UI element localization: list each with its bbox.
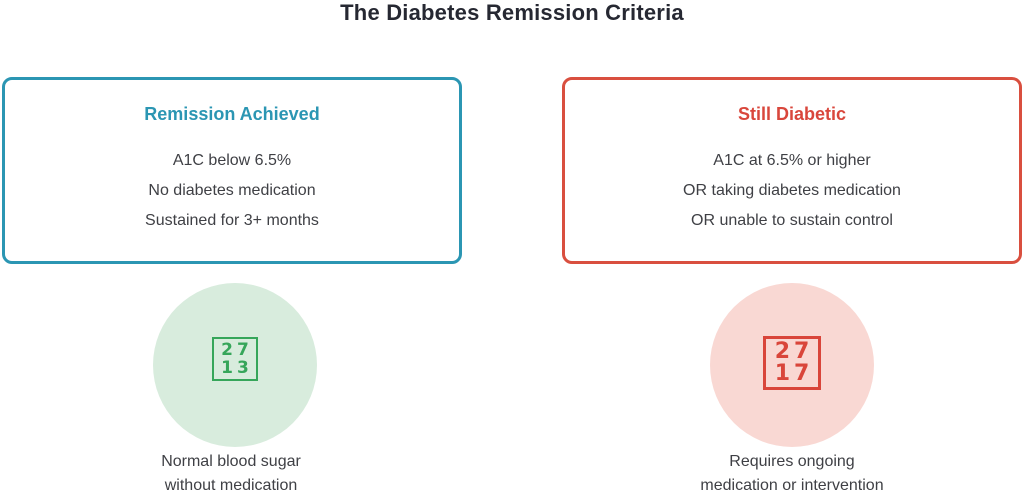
caption-line: Normal blood sugar [161, 453, 301, 470]
tofu-hex-row: 27 [774, 339, 814, 364]
remission-achieved-card: Remission Achieved A1C below 6.5% No dia… [2, 77, 462, 264]
diabetic-result-circle: 27 17 [710, 283, 874, 447]
remission-criterion-2: No diabetes medication [148, 182, 316, 199]
page-title: The Diabetes Remission Criteria [340, 0, 684, 25]
caption-line: medication or intervention [700, 477, 884, 494]
remission-result-circle: 27 13 [153, 283, 317, 447]
cross-tofu-icon: 27 17 [762, 336, 822, 390]
diabetic-criterion-2: OR taking diabetes medication [683, 182, 901, 199]
still-diabetic-card-title: Still Diabetic [737, 104, 847, 124]
caption-line: without medication [164, 477, 298, 494]
tofu-hex-row: 13 [221, 358, 253, 378]
checkmark-tofu-icon: 27 13 [212, 337, 258, 381]
caption-line: Requires ongoing [729, 453, 855, 470]
tofu-hex-row: 17 [774, 361, 814, 386]
tofu-hex-row: 27 [221, 340, 253, 360]
diabetic-result-caption: Requires ongoing medication or intervent… [632, 450, 952, 498]
still-diabetic-card: Still Diabetic A1C at 6.5% or higher OR … [562, 77, 1022, 264]
diabetic-criterion-1: A1C at 6.5% or higher [713, 152, 871, 169]
remission-result-caption: Normal blood sugar without medication [71, 450, 391, 498]
diabetic-criterion-3: OR unable to sustain control [691, 212, 893, 229]
remission-card-title: Remission Achieved [144, 104, 320, 124]
remission-criterion-3: Sustained for 3+ months [145, 212, 319, 229]
remission-criterion-1: A1C below 6.5% [172, 152, 292, 169]
